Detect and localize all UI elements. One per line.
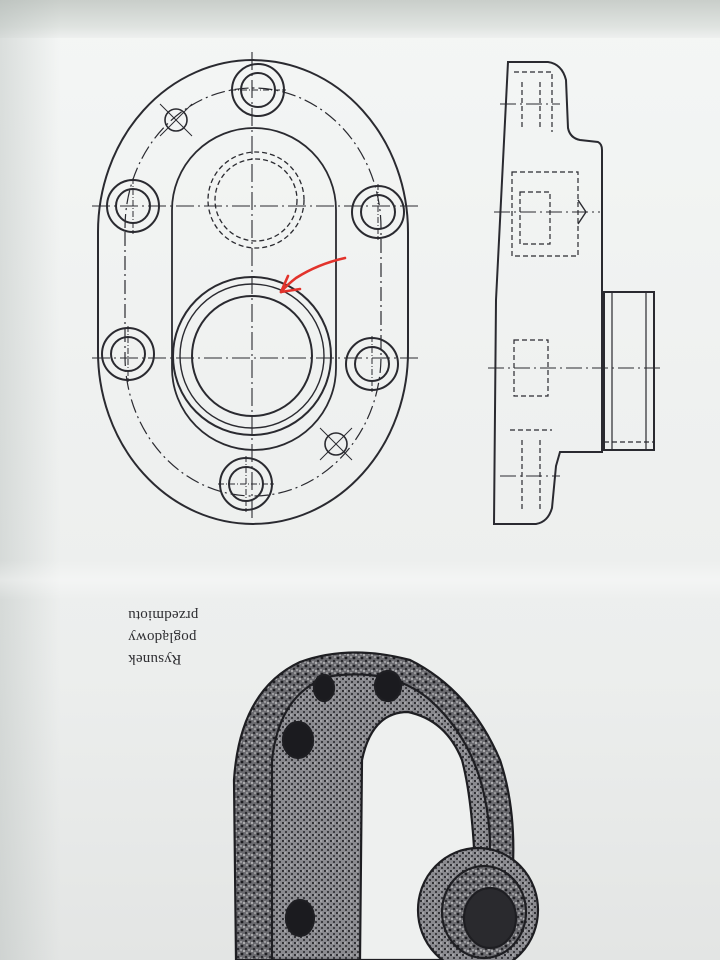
counterbore-inner-ring [179, 283, 325, 429]
hidden-bore-inner [214, 158, 298, 242]
page-shadow [0, 0, 60, 960]
caption-line-2: poglądowy [128, 629, 197, 645]
side-view [488, 61, 662, 525]
page-top-edge [0, 0, 720, 38]
counterbore [172, 276, 332, 436]
front-view [92, 52, 418, 525]
caption-line-1: Rysunek [128, 651, 182, 667]
pictorial-bolt-hole-2 [312, 673, 336, 703]
dowel-hole-top-left [159, 103, 193, 137]
caption-line-3: przedmiotu [128, 607, 199, 623]
side-flange-outline [492, 61, 603, 525]
pictorial-view [232, 651, 540, 960]
pictorial-bolt-hole-4 [284, 898, 316, 938]
hidden-bore-outer [207, 151, 305, 249]
pictorial-bolt-hole-1 [373, 669, 403, 703]
page-highlight [0, 560, 720, 600]
main-bore [191, 295, 313, 417]
front-inner-outline [171, 127, 337, 451]
side-boss [603, 291, 655, 451]
pictorial-caption: Rysunek poglądowy przedmiotu [128, 604, 238, 670]
front-outer-outline [97, 59, 409, 525]
dowel-hole-bottom-right [319, 427, 353, 461]
red-hand-drawn-arrow [279, 256, 347, 294]
pictorial-bolt-hole-3 [281, 720, 315, 760]
